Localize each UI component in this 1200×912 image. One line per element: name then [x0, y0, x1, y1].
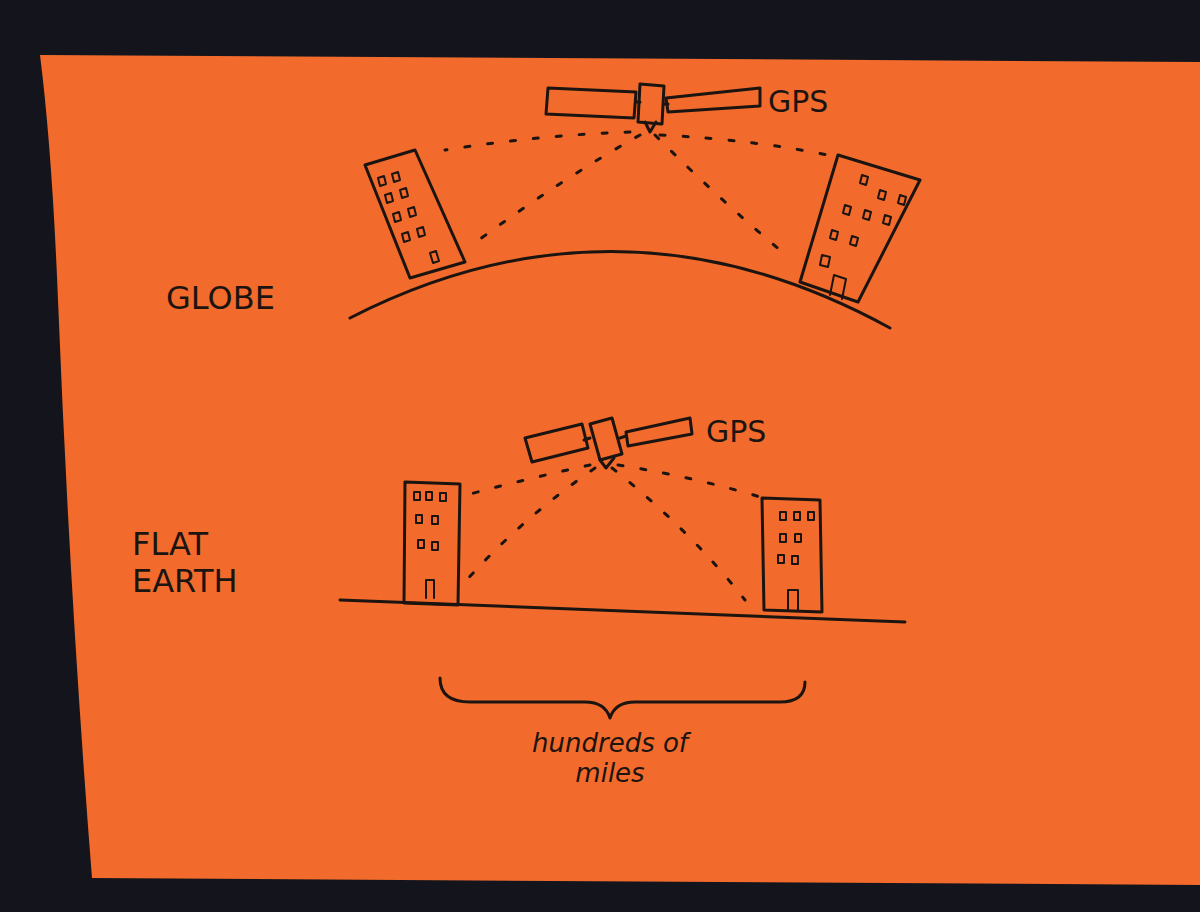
- signal-path: [445, 132, 630, 150]
- right-building: [800, 155, 920, 302]
- signal-path: [472, 135, 640, 245]
- satellite-joints: [636, 102, 668, 132]
- satellite-left-panel: [525, 424, 588, 462]
- signal-dots: [445, 132, 842, 250]
- left-building: [404, 482, 460, 605]
- signal-path: [618, 465, 770, 500]
- right-building: [762, 498, 822, 612]
- signal-dots: [465, 465, 770, 600]
- flat-earth-sketch: [340, 418, 905, 718]
- model-title: GLOBE: [166, 280, 275, 317]
- satellite-left-panel: [546, 88, 636, 118]
- signal-path: [470, 465, 590, 494]
- right-building-windows: [820, 175, 906, 299]
- satellite-label: GPS: [706, 414, 766, 449]
- satellite-body: [590, 418, 622, 460]
- signal-path: [465, 468, 595, 582]
- satellite-label: GPS: [768, 84, 828, 119]
- curved-ground: [350, 251, 890, 328]
- satellite-joints: [584, 436, 626, 468]
- left-building-windows: [414, 492, 446, 598]
- signal-path: [660, 135, 842, 158]
- right-building-windows: [778, 512, 814, 610]
- left-building-windows: [378, 172, 439, 263]
- left-building: [365, 150, 465, 278]
- orange-paper: [40, 55, 1200, 885]
- globe-sketch: [350, 84, 920, 328]
- distance-note: hundreds of miles: [500, 728, 720, 788]
- signal-path: [612, 468, 745, 600]
- satellite-body: [638, 84, 664, 124]
- signal-path: [655, 135, 780, 250]
- satellite-right-panel: [666, 88, 760, 112]
- model-title: FLAT EARTH: [132, 526, 282, 600]
- distance-brace: [440, 678, 805, 718]
- satellite-right-panel: [626, 418, 692, 446]
